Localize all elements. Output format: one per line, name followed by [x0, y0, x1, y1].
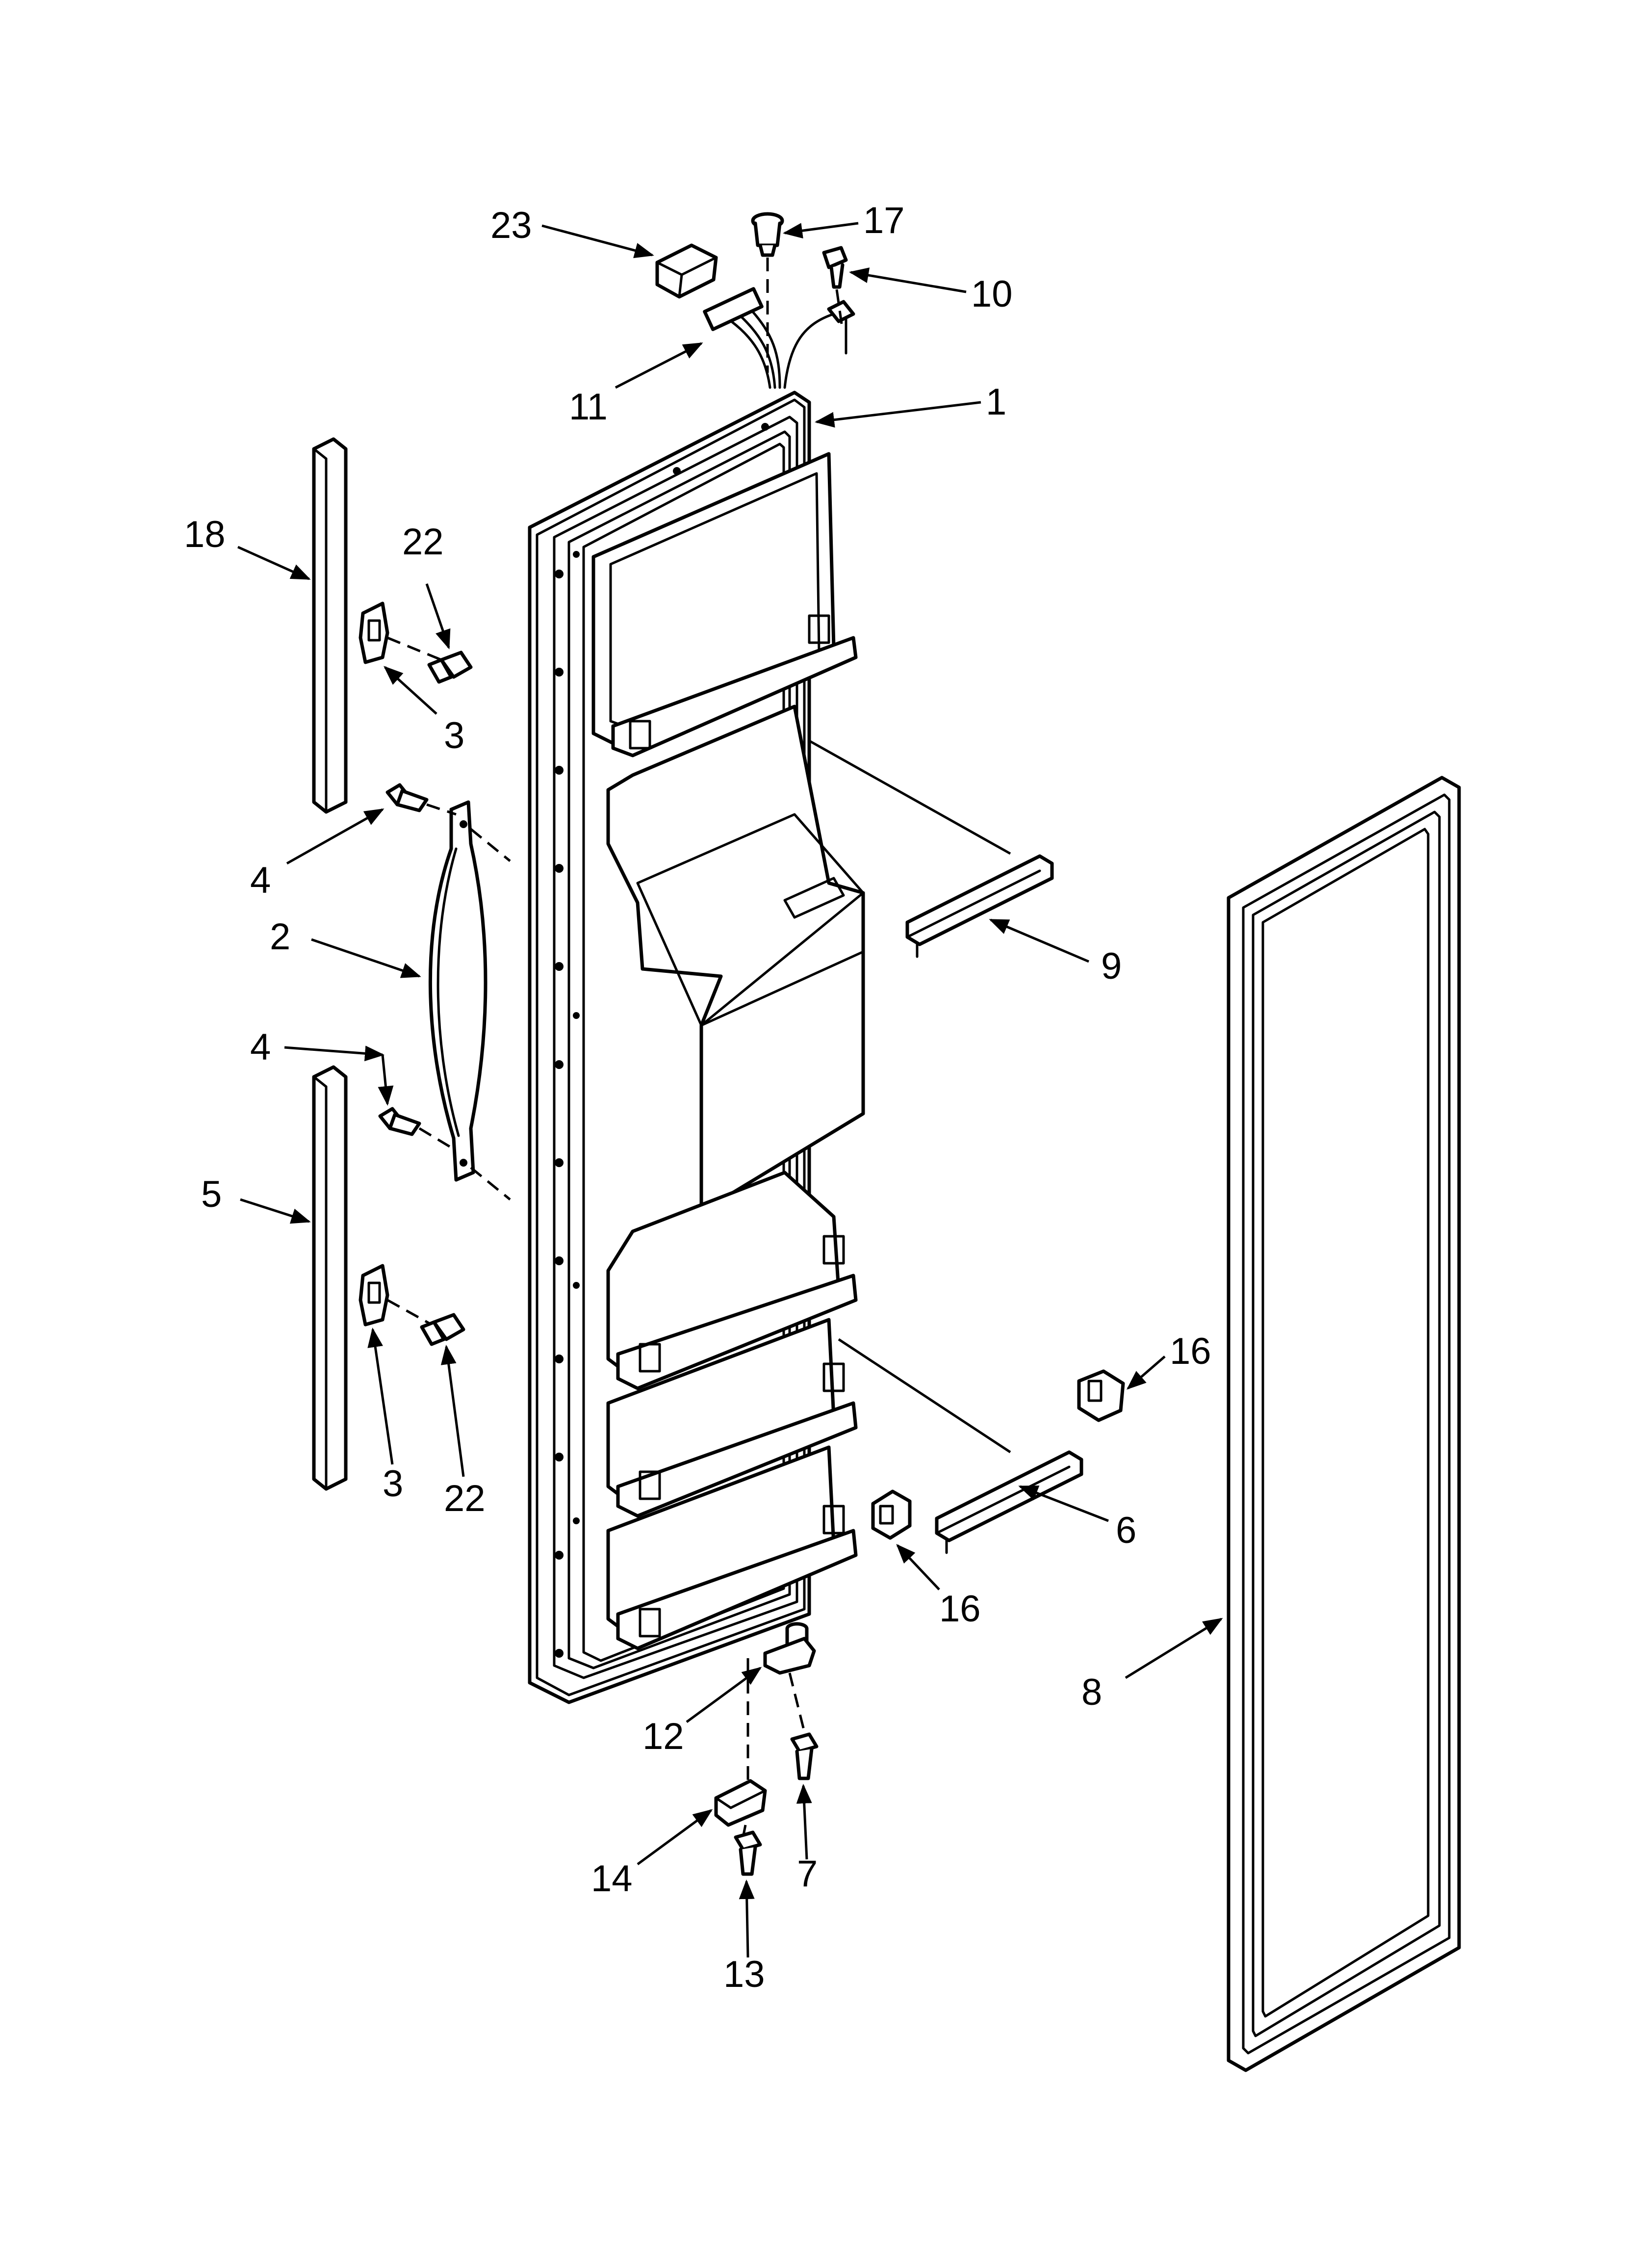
callout-23: 23 [490, 205, 532, 246]
screw-4-upper [385, 783, 457, 816]
callout-22-upper: 22 [402, 521, 444, 563]
callout-9: 9 [1101, 945, 1122, 987]
screw-10 [822, 246, 848, 324]
trim-strip-lower [312, 1065, 348, 1491]
callout-17: 17 [863, 200, 905, 241]
bracket-16-lower [871, 1489, 912, 1540]
callout-22-lower: 22 [444, 1478, 486, 1519]
door-handle [428, 800, 511, 1200]
callout-16-upper: 16 [1170, 1330, 1211, 1372]
connector-block [655, 243, 718, 299]
callout-6: 6 [1116, 1510, 1136, 1551]
callout-3-lower: 3 [383, 1463, 403, 1505]
hinge-12 [763, 1622, 816, 1732]
leader-arrows [237, 222, 1223, 1958]
callout-1: 1 [986, 381, 1006, 423]
clip-lower [359, 1264, 433, 1327]
callout-10: 10 [971, 273, 1013, 315]
callout-2: 2 [270, 916, 290, 958]
screw-4-lower [378, 1107, 457, 1152]
callout-3-upper: 3 [444, 715, 464, 756]
callout-4-lower: 4 [250, 1026, 271, 1068]
door-liner [591, 452, 865, 1650]
screw-22-lower [420, 1313, 465, 1346]
rail-lower [838, 1338, 1083, 1554]
wire-harness [703, 287, 855, 389]
screw-22-upper [427, 651, 473, 684]
screw-13 [734, 1830, 762, 1876]
callout-18: 18 [184, 514, 226, 555]
rail-upper [808, 739, 1054, 958]
callout-11: 11 [569, 386, 608, 428]
callout-13: 13 [723, 1954, 765, 1995]
callout-7: 7 [797, 1853, 818, 1895]
hinge-block-14 [714, 1779, 767, 1838]
screw-7 [790, 1732, 819, 1780]
panel-screw-dots [555, 423, 769, 1658]
callout-12: 12 [642, 1716, 684, 1757]
clip-upper [359, 601, 442, 664]
callout-4-upper: 4 [250, 860, 271, 901]
trim-strip-upper [312, 437, 348, 814]
callout-16-lower: 16 [939, 1588, 981, 1630]
callout-14: 14 [591, 1858, 633, 1900]
callout-5: 5 [201, 1173, 222, 1215]
callout-8: 8 [1081, 1671, 1102, 1713]
plug-button [751, 212, 784, 373]
bracket-16-upper [1077, 1369, 1125, 1422]
door-gasket [1227, 776, 1461, 2072]
